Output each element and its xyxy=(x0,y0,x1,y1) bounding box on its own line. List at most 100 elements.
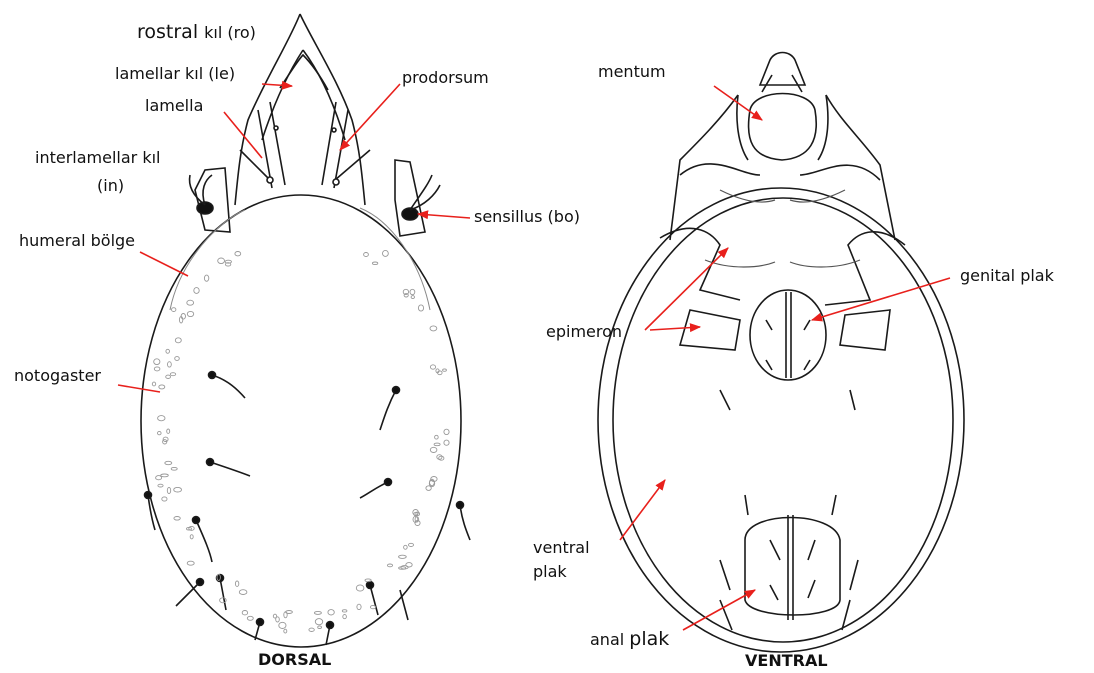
ventral-specimen xyxy=(598,53,964,653)
foveola xyxy=(411,296,414,299)
foveola xyxy=(342,610,347,612)
foveola xyxy=(220,598,227,603)
arrow-epimeron-1 xyxy=(645,248,728,330)
foveola xyxy=(356,585,364,591)
foveola xyxy=(444,440,449,445)
foveola xyxy=(387,564,392,567)
foveola xyxy=(410,289,415,294)
foveola xyxy=(152,382,155,386)
foveola xyxy=(372,262,377,265)
arrow-humeral xyxy=(140,252,188,276)
foveola xyxy=(158,416,165,421)
foveola xyxy=(430,326,437,331)
foveola xyxy=(314,611,321,614)
foveola xyxy=(235,252,241,256)
foveola xyxy=(158,484,163,487)
foveola xyxy=(154,359,160,365)
foveola xyxy=(166,375,171,378)
label-interlamellar-2: (in) xyxy=(97,176,124,196)
foveola xyxy=(162,497,167,501)
foveola xyxy=(194,288,199,294)
foveola xyxy=(357,604,361,609)
foveola xyxy=(365,579,371,582)
foveola xyxy=(172,308,176,312)
genital-plate xyxy=(750,290,826,380)
foveola xyxy=(170,373,175,376)
arrow-lamella xyxy=(224,112,262,158)
caption-dorsal: DORSAL xyxy=(258,650,331,670)
foveola xyxy=(204,275,208,281)
foveola xyxy=(418,305,423,311)
label-epimeron: epimeron xyxy=(546,322,622,342)
foveola xyxy=(328,610,334,615)
label-ventral-plak-1: ventral xyxy=(533,538,590,558)
foveola xyxy=(426,486,431,491)
foveola xyxy=(242,611,247,615)
label-interlamellar-1: interlamellar kıl xyxy=(35,148,160,168)
foveola xyxy=(218,258,225,264)
foveola xyxy=(409,543,414,546)
arrow-lamellar xyxy=(262,84,292,86)
foveola xyxy=(168,362,172,367)
label-mentum: mentum xyxy=(598,62,666,82)
foveola xyxy=(309,628,314,631)
mentum-outline xyxy=(760,53,805,86)
arrow-sensillus xyxy=(418,214,470,218)
foveola xyxy=(165,461,172,464)
label-genital-plak: genital plak xyxy=(960,266,1054,286)
foveola xyxy=(318,626,322,629)
foveola xyxy=(161,474,169,477)
foveola xyxy=(187,300,194,305)
foveola xyxy=(434,443,440,446)
foveola xyxy=(370,605,375,608)
foveola xyxy=(175,357,180,361)
foveola xyxy=(190,535,193,539)
label-sensillus: sensillus (bo) xyxy=(474,207,580,227)
foveola xyxy=(158,431,162,434)
foveola xyxy=(315,619,322,625)
foveola xyxy=(187,561,194,565)
foveola xyxy=(154,367,160,371)
foveola xyxy=(435,435,439,439)
foveola xyxy=(174,517,180,521)
foveola xyxy=(284,629,287,633)
foveola xyxy=(175,338,181,343)
foveola xyxy=(187,311,193,316)
foveola xyxy=(247,616,253,620)
foveola xyxy=(171,467,177,470)
label-anal-plak: anal plak xyxy=(590,629,669,650)
label-lamellar-seta: lamellar kıl (le) xyxy=(115,64,235,84)
foveola xyxy=(276,617,280,622)
caption-ventral: VENTRAL xyxy=(745,651,828,671)
arrow-prodorsum xyxy=(340,84,400,150)
foveola xyxy=(166,349,170,353)
label-lamella: lamella xyxy=(145,96,203,116)
arrow-genital xyxy=(812,278,950,320)
foveola xyxy=(159,385,165,389)
foveola xyxy=(443,369,447,371)
foveola xyxy=(343,615,347,619)
foveola xyxy=(174,487,182,492)
foveola xyxy=(404,545,408,549)
label-ventral-plak-2: plak xyxy=(533,562,567,582)
label-rostral-seta: rostral kıl (ro) xyxy=(137,22,256,43)
foveola xyxy=(399,567,406,570)
foveola xyxy=(430,447,437,452)
foveola xyxy=(279,622,286,628)
foveola xyxy=(364,253,369,257)
foveola xyxy=(430,365,435,369)
foveola xyxy=(399,555,407,558)
foveola xyxy=(239,590,247,595)
label-prodorsum: prodorsum xyxy=(402,68,489,88)
foveola xyxy=(167,429,170,433)
foveola xyxy=(444,429,449,434)
arrow-epimeron-2 xyxy=(650,327,700,330)
foveola xyxy=(383,250,389,256)
notogaster-foveolae xyxy=(152,250,449,633)
label-humeral: humeral bölge xyxy=(19,231,135,251)
foveola xyxy=(406,563,412,567)
foveola xyxy=(235,581,238,586)
label-notogaster: notogaster xyxy=(14,366,101,386)
foveola xyxy=(225,260,231,263)
